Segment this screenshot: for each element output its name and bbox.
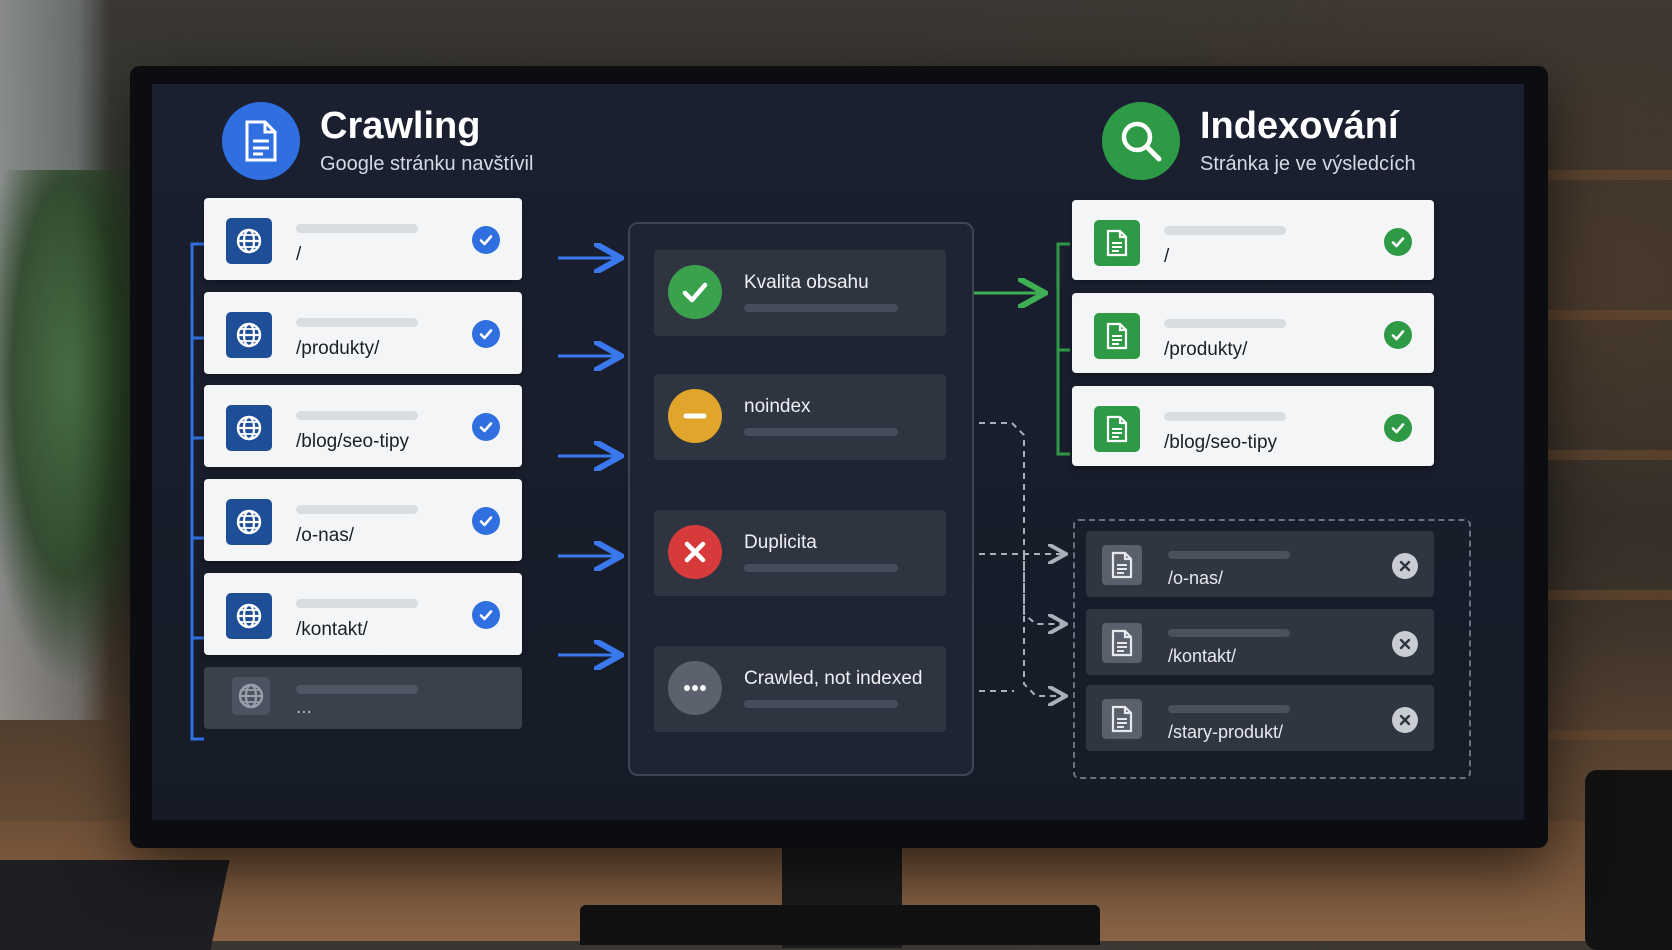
desk-mug bbox=[1585, 770, 1672, 950]
document-icon bbox=[1102, 545, 1142, 585]
filter-panel: Kvalita obsahu noindex Duplicita Crawled… bbox=[628, 222, 974, 776]
placeholder-bar bbox=[296, 599, 418, 608]
document-icon bbox=[222, 102, 300, 180]
crawled-page-card[interactable]: /produkty/ bbox=[204, 292, 522, 374]
filter-duplicita: Duplicita bbox=[654, 510, 946, 596]
indexed-page-card[interactable]: /produkty/ bbox=[1072, 293, 1434, 373]
filter-label: Duplicita bbox=[744, 532, 817, 554]
rejected-page-card[interactable]: /o-nas/ bbox=[1086, 531, 1434, 597]
page-path: /produkty/ bbox=[296, 338, 379, 360]
check-icon bbox=[668, 265, 722, 319]
monitor-stand-base bbox=[580, 905, 1100, 945]
checkmark-icon bbox=[1384, 228, 1412, 256]
crawled-page-card[interactable]: /kontakt/ bbox=[204, 573, 522, 655]
crawled-page-card[interactable]: ... bbox=[204, 667, 522, 729]
globe-icon bbox=[232, 677, 270, 715]
placeholder-bar bbox=[744, 564, 898, 572]
placeholder-bar bbox=[1164, 226, 1286, 235]
page-path: /blog/seo-tipy bbox=[1164, 432, 1277, 454]
page-path: /o-nas/ bbox=[296, 525, 354, 547]
page-path: /o-nas/ bbox=[1168, 568, 1223, 589]
rejected-page-card[interactable]: /stary-produkt/ bbox=[1086, 685, 1434, 751]
placeholder-bar bbox=[296, 505, 418, 514]
magnifier-icon bbox=[1102, 102, 1180, 180]
placeholder-bar bbox=[296, 224, 418, 233]
diagram-screen: Crawling Google stránku navštívil Indexo… bbox=[152, 84, 1524, 820]
crawling-title: Crawling bbox=[320, 105, 533, 147]
page-path: / bbox=[296, 244, 301, 266]
page-path: / bbox=[1164, 246, 1169, 268]
placeholder-bar bbox=[744, 304, 898, 312]
placeholder-bar bbox=[744, 428, 898, 436]
crawling-subtitle: Google stránku navštívil bbox=[320, 151, 533, 177]
placeholder-bar bbox=[1168, 551, 1290, 559]
document-icon bbox=[1094, 220, 1140, 266]
globe-icon bbox=[226, 405, 272, 451]
filter-label: Kvalita obsahu bbox=[744, 272, 869, 294]
indexing-title: Indexování bbox=[1200, 105, 1416, 147]
crawled-page-card[interactable]: /o-nas/ bbox=[204, 479, 522, 561]
placeholder-bar bbox=[1168, 629, 1290, 637]
document-icon bbox=[1102, 623, 1142, 663]
page-path: ... bbox=[296, 697, 312, 719]
filter-crawled-not-indexed: Crawled, not indexed bbox=[654, 646, 946, 732]
close-icon bbox=[1392, 707, 1418, 733]
rejected-page-card[interactable]: /kontakt/ bbox=[1086, 609, 1434, 675]
placeholder-bar bbox=[1168, 705, 1290, 713]
globe-icon bbox=[226, 312, 272, 358]
indexed-page-card[interactable]: / bbox=[1072, 200, 1434, 280]
checkmark-icon bbox=[1384, 321, 1412, 349]
globe-icon bbox=[226, 593, 272, 639]
placeholder-bar bbox=[296, 318, 418, 327]
crawled-page-card[interactable]: /blog/seo-tipy bbox=[204, 385, 522, 467]
placeholder-bar bbox=[744, 700, 898, 708]
desk-notebook bbox=[0, 860, 230, 950]
index-bracket bbox=[1058, 244, 1070, 454]
checkmark-icon bbox=[1384, 414, 1412, 442]
filter-label: Crawled, not indexed bbox=[744, 668, 923, 690]
placeholder-bar bbox=[1164, 319, 1286, 328]
filter-noindex: noindex bbox=[654, 374, 946, 460]
page-path: /kontakt/ bbox=[1168, 646, 1236, 667]
ellipsis-icon bbox=[668, 661, 722, 715]
placeholder-bar bbox=[296, 685, 418, 694]
crawl-bracket bbox=[192, 244, 204, 739]
page-path: /stary-produkt/ bbox=[1168, 722, 1283, 743]
document-icon bbox=[1102, 699, 1142, 739]
close-icon bbox=[1392, 631, 1418, 657]
crawling-header: Crawling Google stránku navštívil bbox=[222, 102, 533, 180]
filter-label: noindex bbox=[744, 396, 811, 418]
placeholder-bar bbox=[1164, 412, 1286, 421]
checkmark-icon bbox=[472, 320, 500, 348]
indexing-subtitle: Stránka je ve výsledcích bbox=[1200, 151, 1416, 177]
document-icon bbox=[1094, 313, 1140, 359]
minus-icon bbox=[668, 389, 722, 443]
indexing-header: Indexování Stránka je ve výsledcích bbox=[1102, 102, 1416, 180]
x-icon bbox=[668, 525, 722, 579]
globe-icon bbox=[226, 499, 272, 545]
close-icon bbox=[1392, 553, 1418, 579]
page-path: /blog/seo-tipy bbox=[296, 431, 409, 453]
globe-icon bbox=[226, 218, 272, 264]
checkmark-icon bbox=[472, 226, 500, 254]
filter-kvalita: Kvalita obsahu bbox=[654, 250, 946, 336]
crawled-page-card[interactable]: / bbox=[204, 198, 522, 280]
page-path: /kontakt/ bbox=[296, 619, 368, 641]
checkmark-icon bbox=[472, 601, 500, 629]
checkmark-icon bbox=[472, 413, 500, 441]
document-icon bbox=[1094, 406, 1140, 452]
page-path: /produkty/ bbox=[1164, 339, 1247, 361]
placeholder-bar bbox=[296, 411, 418, 420]
indexed-page-card[interactable]: /blog/seo-tipy bbox=[1072, 386, 1434, 466]
checkmark-icon bbox=[472, 507, 500, 535]
